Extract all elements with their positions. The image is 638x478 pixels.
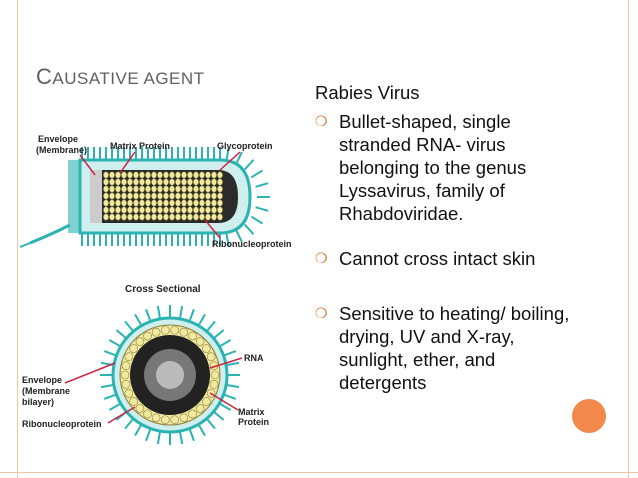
slide-title: CAUSATIVE AGENT [36,64,205,89]
ribonucleoprotein-label-2: Ribonucleoprotein [22,419,102,429]
virus-heading: Rabies Virus [315,82,420,103]
protein-label: Protein [238,417,269,427]
membrane-label-2: (Membrane [22,386,70,396]
ribonucleoprotein-label: Ribonucleoprotein [212,239,292,249]
membrane-label: (Membrane) [36,145,87,155]
rna-label: RNA [244,353,264,363]
envelope-label-2: Envelope [22,375,62,385]
bullet-item: ❍Cannot cross intact skin [315,248,536,269]
virus-longitudinal-view [19,147,270,248]
left-frame-line [0,0,18,478]
bullet-item: ❍Sensitive to heating/ boiling, drying, … [315,303,570,393]
matrix-protein-label: Matrix Protein [110,141,170,151]
bottom-frame-line [0,472,638,478]
circle-bullet-icon: ❍ [315,250,328,266]
circle-bullet-icon: ❍ [315,305,328,321]
circle-bullet-icon: ❍ [315,113,328,129]
bullet-list: ❍Bullet-shaped, single stranded RNA- vir… [315,110,585,416]
bullet-item: ❍Bullet-shaped, single stranded RNA- vir… [315,111,527,224]
cross-sectional-title: Cross Sectional [125,284,201,295]
bilayer-label: bilayer) [22,397,54,407]
accent-orb [572,399,606,433]
right-frame-line [628,0,638,478]
glycoprotein-label: Glycoprotein [217,141,273,151]
matrix-label-2: Matrix [238,407,265,417]
virus-cross-section [100,305,240,445]
envelope-label: Envelope [38,134,78,144]
rabies-virus-diagram: Envelope (Membrane) Matrix Protein Glyco… [19,134,292,445]
